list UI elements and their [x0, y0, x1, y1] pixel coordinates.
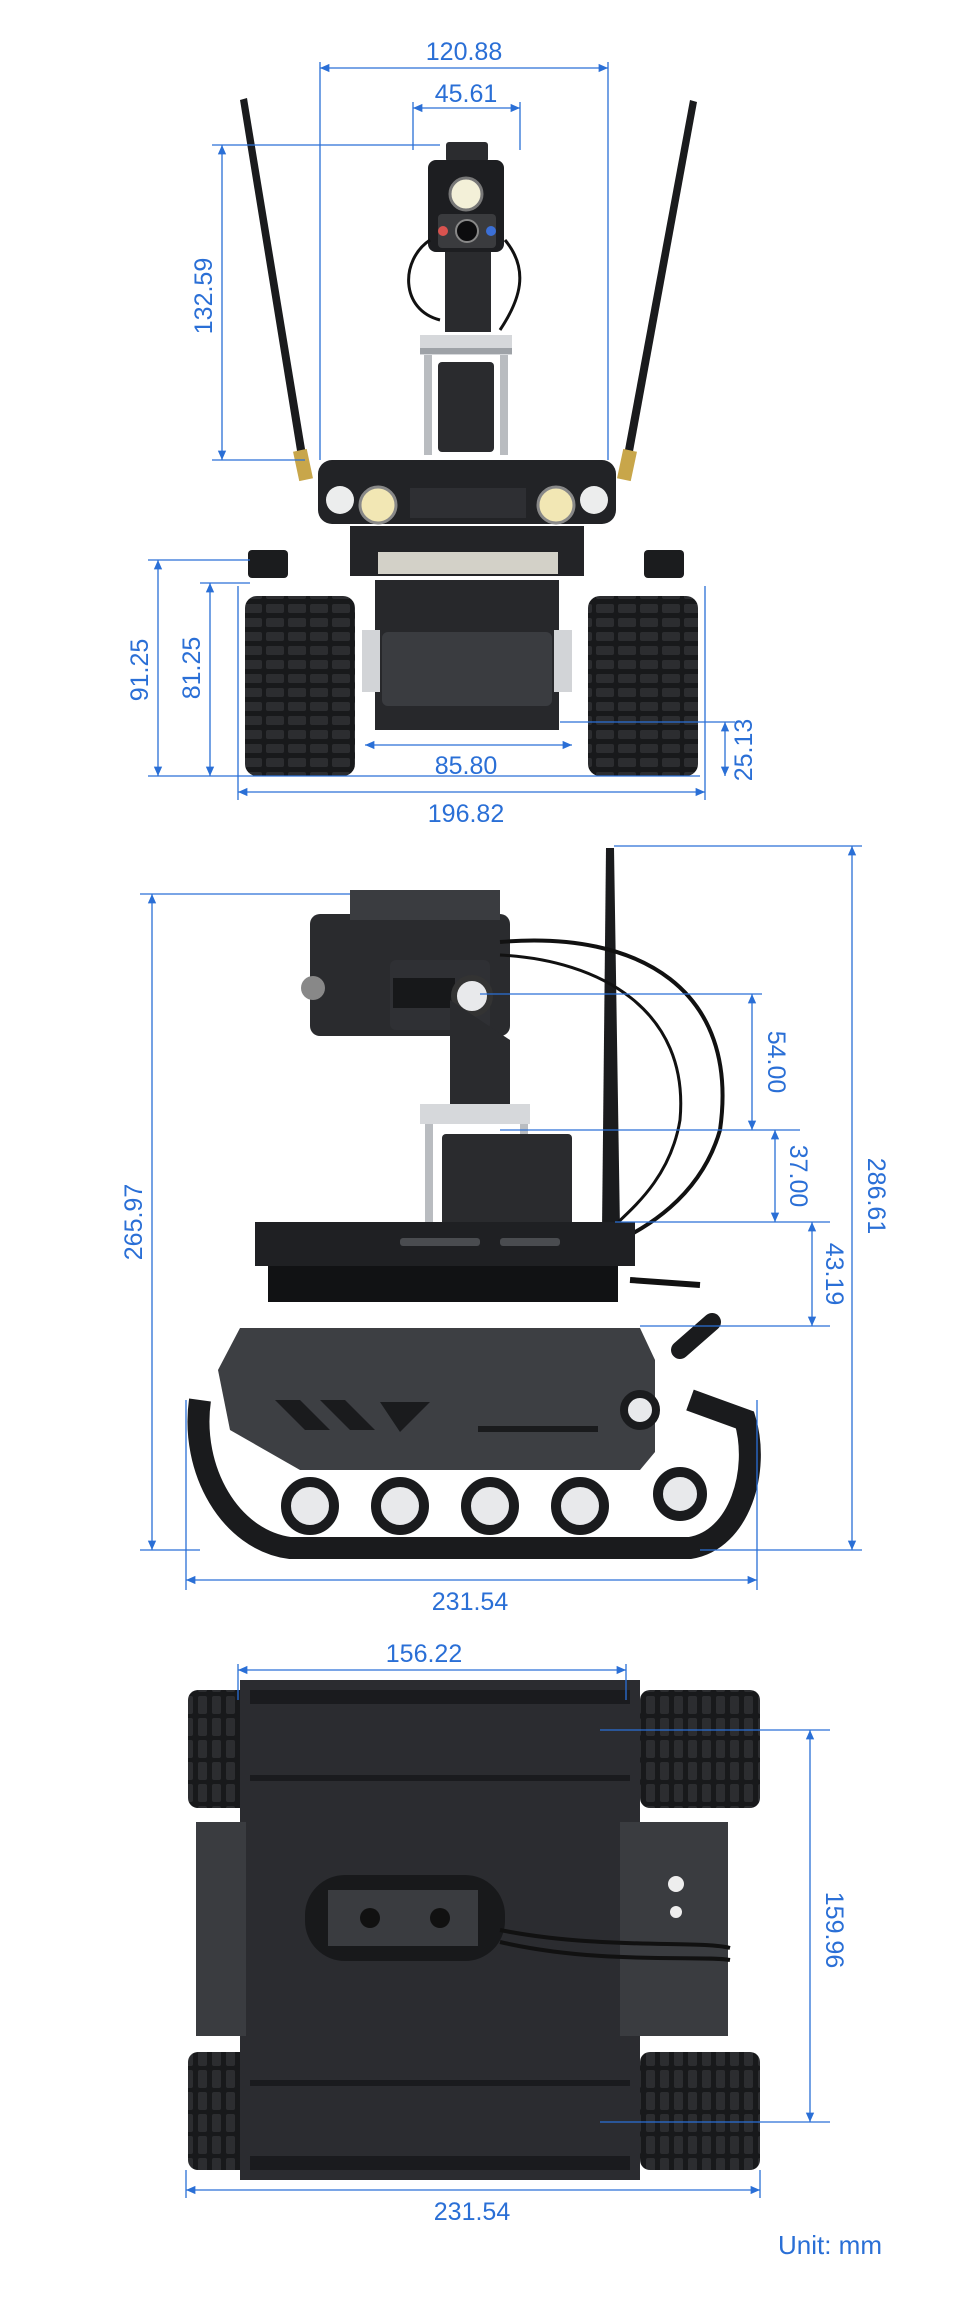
top-dimensions	[185, 1664, 830, 2198]
side-antenna-total: 286.61	[862, 1158, 890, 1234]
side-antenna	[602, 848, 620, 1230]
top-dimension-labels: 156.22 159.96 231.54	[386, 1640, 848, 2226]
front-track-inner: 85.80	[435, 752, 498, 780]
side-dimension-labels: 265.97 286.61 54.00 37.00 43.19 231.54	[120, 1031, 890, 1616]
light-bar	[318, 460, 616, 525]
front-ground-clearance: 25.13	[730, 719, 758, 782]
top-track-front-right	[640, 1690, 760, 1808]
front-overall-width: 196.82	[428, 800, 504, 828]
side-overall-height: 265.97	[120, 1184, 148, 1260]
top-track-rear-right	[640, 2052, 760, 2170]
track-right	[588, 596, 698, 776]
side-wheels	[281, 1390, 707, 1535]
side-hull	[218, 1328, 655, 1470]
top-deck-width: 156.22	[386, 1640, 462, 1668]
front-dimension-labels: 120.88 45.61 132.59 91.25 81.25 85.80 25…	[126, 38, 758, 828]
side-overall-length: 231.54	[432, 1588, 509, 1616]
top-track-span: 159.96	[820, 1892, 848, 1968]
side-track	[187, 1389, 761, 1559]
antenna-right	[617, 100, 697, 482]
front-chassis-height: 81.25	[178, 637, 206, 700]
camera-head	[428, 142, 504, 252]
side-dimensions	[140, 845, 862, 1590]
side-view	[187, 848, 761, 1559]
front-dimensions	[148, 62, 735, 800]
antenna-left	[240, 98, 313, 482]
front-camera-width: 45.61	[435, 80, 498, 108]
unit-label: Unit: mm	[778, 2230, 882, 2260]
side-deck-height: 43.19	[820, 1243, 848, 1306]
side-servo-height: 37.00	[784, 1145, 812, 1208]
front-overall-height: 91.25	[126, 639, 154, 702]
top-overall-length: 231.54	[434, 2198, 511, 2226]
front-view	[240, 98, 698, 776]
side-pan-tilt: 54.00	[762, 1031, 790, 1094]
front-top-width: 120.88	[426, 38, 502, 66]
top-view	[188, 1680, 760, 2180]
track-left	[245, 596, 355, 776]
front-antenna-height: 132.59	[190, 258, 218, 334]
